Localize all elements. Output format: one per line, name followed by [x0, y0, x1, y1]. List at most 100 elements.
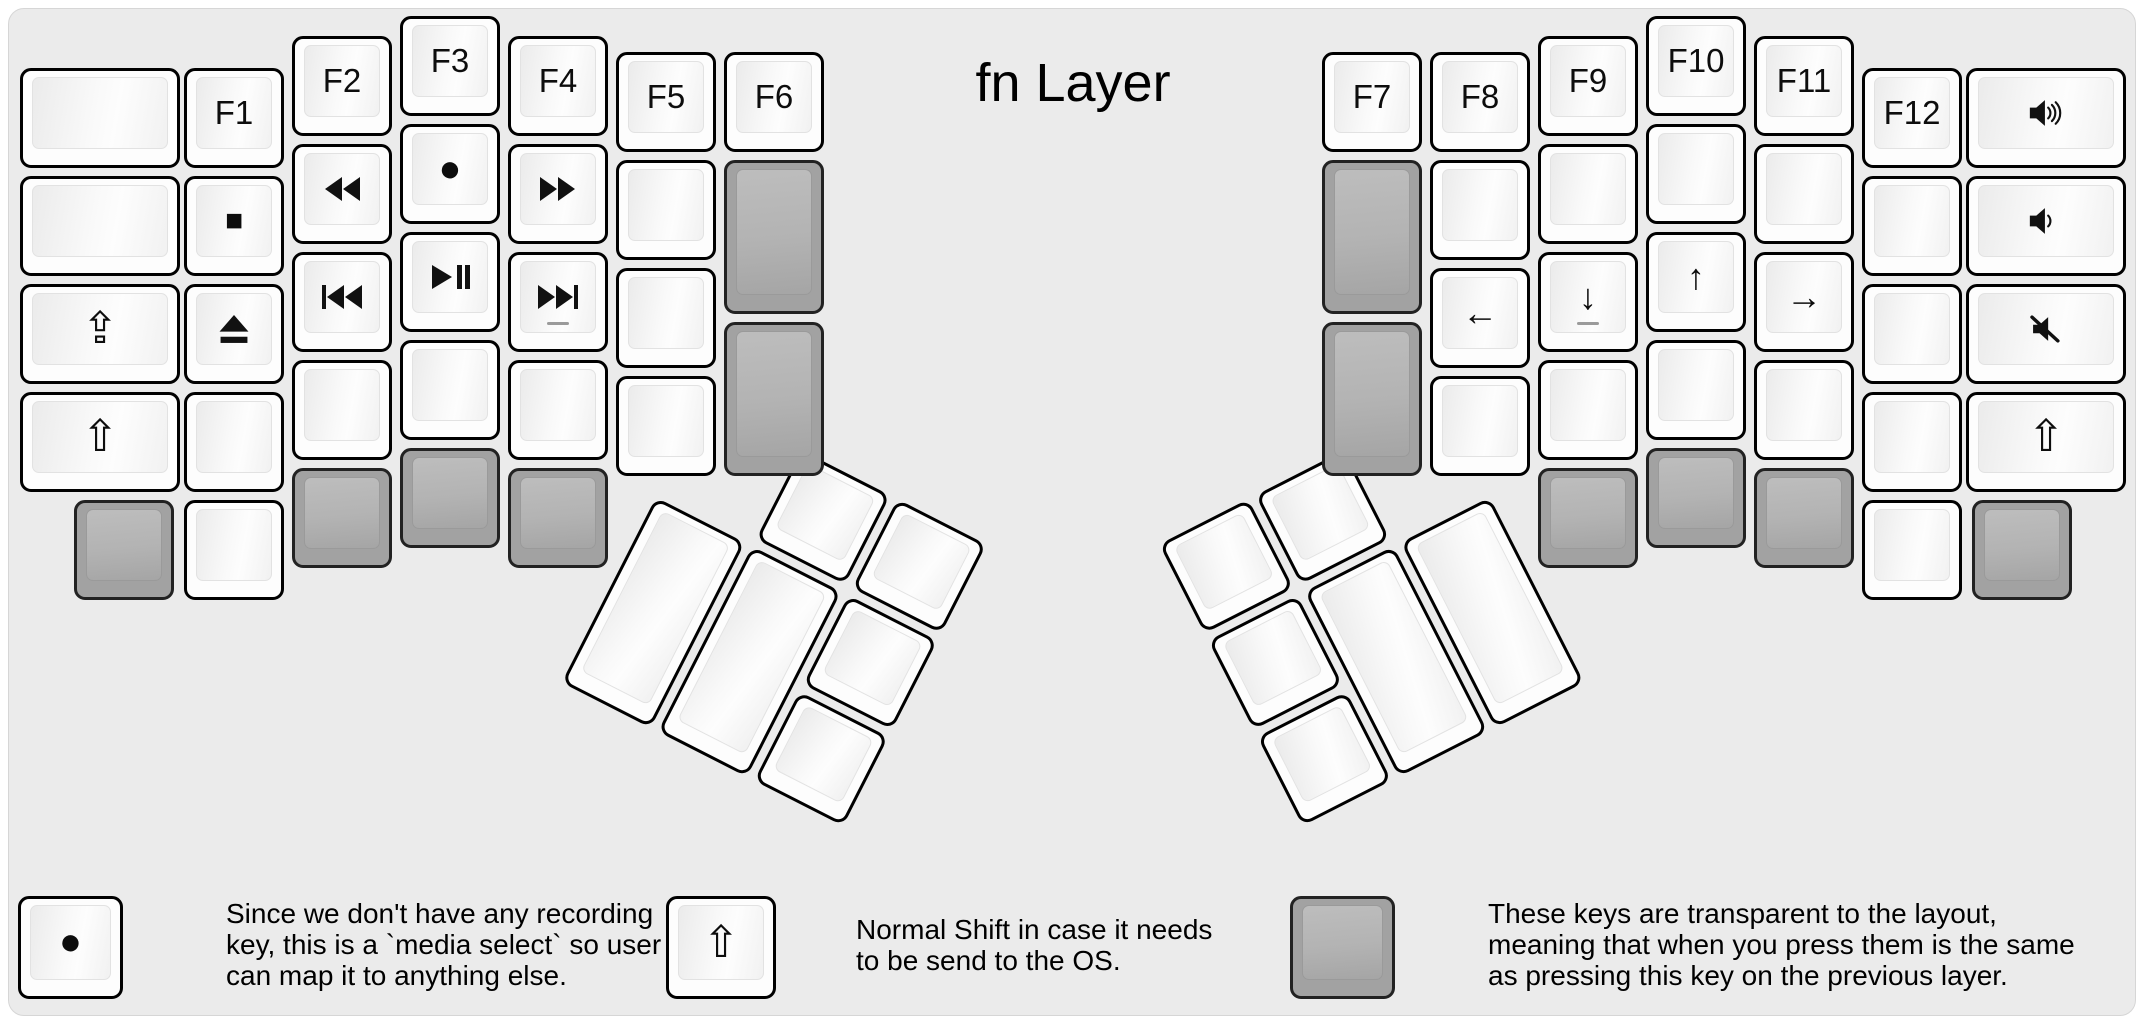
- key-eject[interactable]: [184, 284, 284, 384]
- key-transparent[interactable]: [724, 322, 824, 476]
- keycap-surface: →: [1766, 261, 1842, 333]
- key-blank[interactable]: [616, 268, 716, 368]
- keycap-surface: [196, 509, 272, 581]
- keycap-surface: [1550, 369, 1626, 441]
- key-arrow-right[interactable]: →: [1754, 252, 1854, 352]
- record-icon: ●: [438, 147, 462, 190]
- keycap-surface: [1442, 385, 1518, 457]
- key-f7[interactable]: F7: [1322, 52, 1422, 152]
- key-rewind[interactable]: [292, 144, 392, 244]
- key-transparent[interactable]: [1754, 468, 1854, 568]
- key-arrow-left[interactable]: ←: [1430, 268, 1530, 368]
- key-media-select[interactable]: ●: [400, 124, 500, 224]
- key-f5[interactable]: F5: [616, 52, 716, 152]
- volume-down-icon: [2027, 207, 2065, 235]
- key-stop[interactable]: ■: [184, 176, 284, 276]
- key-blank[interactable]: [1754, 360, 1854, 460]
- key-f10[interactable]: F10: [1646, 16, 1746, 116]
- key-f11[interactable]: F11: [1754, 36, 1854, 136]
- key-transparent[interactable]: [1646, 448, 1746, 548]
- key-arrow-up[interactable]: ↑: [1646, 232, 1746, 332]
- key-f12[interactable]: F12: [1862, 68, 1962, 168]
- key-blank[interactable]: [292, 360, 392, 460]
- keycap-surface: ←: [1442, 277, 1518, 349]
- legend-key-shift: ⇧: [666, 896, 776, 999]
- key-blank[interactable]: [508, 360, 608, 460]
- key-blank[interactable]: [1862, 176, 1962, 276]
- key-blank[interactable]: [1538, 360, 1638, 460]
- arrow-right-icon: →: [1786, 276, 1822, 317]
- key-blank[interactable]: [20, 176, 180, 276]
- key-f6[interactable]: F6: [724, 52, 824, 152]
- key-transparent[interactable]: [508, 468, 608, 568]
- key-transparent[interactable]: [1972, 500, 2072, 600]
- legend-text-media-select: Since we don't have any recording key, t…: [226, 898, 662, 991]
- keycap-surface: [1658, 349, 1734, 421]
- key-arrow-down[interactable]: ↓: [1538, 252, 1638, 352]
- key-blank[interactable]: [20, 68, 180, 168]
- legend-text-shift: Normal Shift in case it needs to be send…: [856, 914, 1213, 976]
- key-transparent[interactable]: [400, 448, 500, 548]
- record-icon: ●: [59, 921, 82, 963]
- key-f8[interactable]: F8: [1430, 52, 1530, 152]
- key-volume-down[interactable]: [1966, 176, 2126, 276]
- key-transparent[interactable]: [74, 500, 174, 600]
- key-blank[interactable]: [1538, 144, 1638, 244]
- key-blank[interactable]: [1862, 392, 1962, 492]
- key-play-pause[interactable]: [400, 232, 500, 332]
- key-transparent[interactable]: [1322, 160, 1422, 314]
- key-f4[interactable]: F4: [508, 36, 608, 136]
- key-f9[interactable]: F9: [1538, 36, 1638, 136]
- key-transparent[interactable]: [292, 468, 392, 568]
- keycap-surface: [1334, 331, 1410, 457]
- key-blank[interactable]: [1646, 340, 1746, 440]
- keycap-surface: F8: [1442, 61, 1518, 133]
- keycap-surface: [628, 385, 704, 457]
- key-blank[interactable]: [1430, 160, 1530, 260]
- keycap-surface: F10: [1658, 25, 1734, 97]
- key-prev-track[interactable]: [292, 252, 392, 352]
- homing-bar: [1577, 322, 1599, 325]
- key-label: F8: [1460, 78, 1500, 115]
- keycap-surface: F6: [736, 61, 812, 133]
- key-fast-forward[interactable]: [508, 144, 608, 244]
- key-volume-up[interactable]: [1966, 68, 2126, 168]
- key-f2[interactable]: F2: [292, 36, 392, 136]
- key-blank[interactable]: [1646, 124, 1746, 224]
- keycap-surface: ⇧: [678, 905, 764, 980]
- key-shift-left[interactable]: ⇧: [20, 392, 180, 492]
- keycap-surface: [1550, 477, 1626, 549]
- key-blank[interactable]: [1430, 376, 1530, 476]
- keycap-surface: F11: [1766, 45, 1842, 117]
- key-caps-lock[interactable]: ⇪: [20, 284, 180, 384]
- key-blank[interactable]: [616, 160, 716, 260]
- key-blank[interactable]: [1862, 500, 1962, 600]
- key-blank[interactable]: [1862, 284, 1962, 384]
- key-f1[interactable]: F1: [184, 68, 284, 168]
- key-next-track[interactable]: [508, 252, 608, 352]
- keycap-surface: [1766, 477, 1842, 549]
- key-label: F6: [754, 78, 794, 115]
- key-f3[interactable]: F3: [400, 16, 500, 116]
- key-blank[interactable]: [400, 340, 500, 440]
- key-blank[interactable]: [1754, 144, 1854, 244]
- key-blank[interactable]: [184, 392, 284, 492]
- key-shift-right[interactable]: ⇧: [1966, 392, 2126, 492]
- keycap-surface: [1874, 401, 1950, 473]
- keycap-surface: [1271, 704, 1373, 804]
- key-transparent[interactable]: [1322, 322, 1422, 476]
- key-transparent[interactable]: [724, 160, 824, 314]
- keycap-surface: [520, 477, 596, 549]
- fast-forward-icon: [537, 176, 579, 202]
- keycap-surface: [1978, 77, 2114, 149]
- key-mute[interactable]: [1966, 284, 2126, 384]
- keycap-surface: F3: [412, 25, 488, 97]
- keycap-surface: F1: [196, 77, 272, 149]
- keycap-surface: F12: [1874, 77, 1950, 149]
- keycap-surface: [32, 185, 168, 257]
- key-transparent[interactable]: [1538, 468, 1638, 568]
- key-blank[interactable]: [184, 500, 284, 600]
- key-label: F12: [1883, 94, 1941, 131]
- key-blank[interactable]: [616, 376, 716, 476]
